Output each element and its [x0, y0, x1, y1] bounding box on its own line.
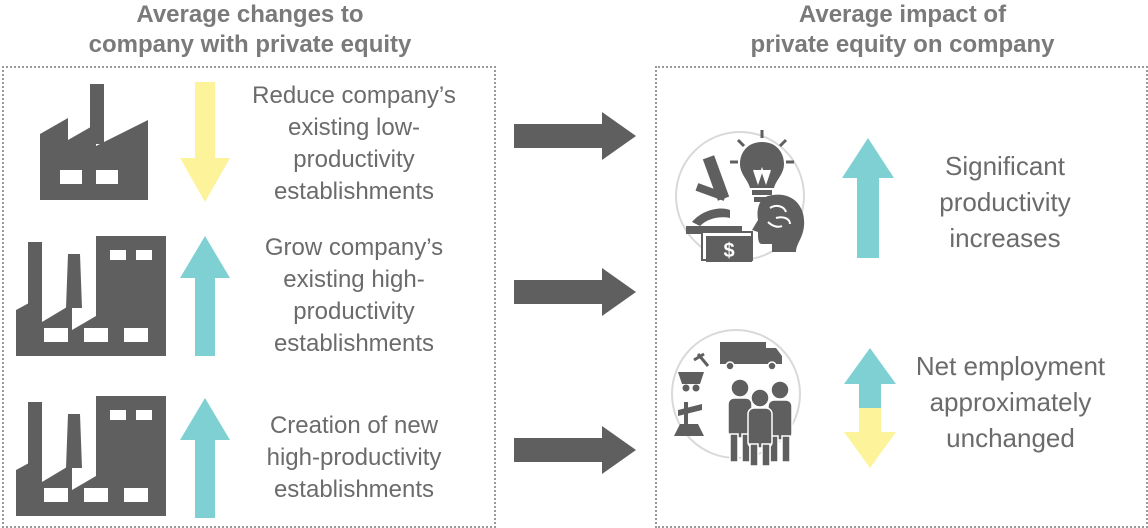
left-row-1-text: Reduce company’s existing low- productiv…: [252, 82, 456, 205]
factory-large-icon: [16, 236, 166, 356]
right-arrow-icon: [514, 112, 636, 160]
arrow-up-teal: [842, 138, 894, 258]
innovation-icon: $: [675, 130, 805, 262]
right-arrow-icon: [514, 268, 636, 316]
factory-large-icon: [16, 396, 166, 516]
arrow-up-teal: [180, 398, 230, 518]
right-heading: Average impact of private equity on comp…: [750, 1, 1055, 58]
left-heading: Average changes to company with private …: [88, 1, 412, 58]
right-item-2-text: Net employment approximately unchanged: [915, 351, 1106, 453]
right-item-1-text: Significant productivity increases: [939, 151, 1071, 253]
left-row-2-text: Grow company’s existing high- productivi…: [264, 234, 444, 357]
left-row-3-text: Creation of new high-productivity establ…: [266, 412, 442, 503]
svg-text:$: $: [723, 240, 734, 262]
arrow-down-yellow: [180, 82, 230, 202]
right-arrow-icon: [514, 426, 636, 474]
factory-icon: [40, 84, 148, 200]
arrow-up-down: [844, 348, 896, 468]
workforce-icon: [671, 329, 801, 467]
arrow-up-teal: [180, 236, 230, 356]
